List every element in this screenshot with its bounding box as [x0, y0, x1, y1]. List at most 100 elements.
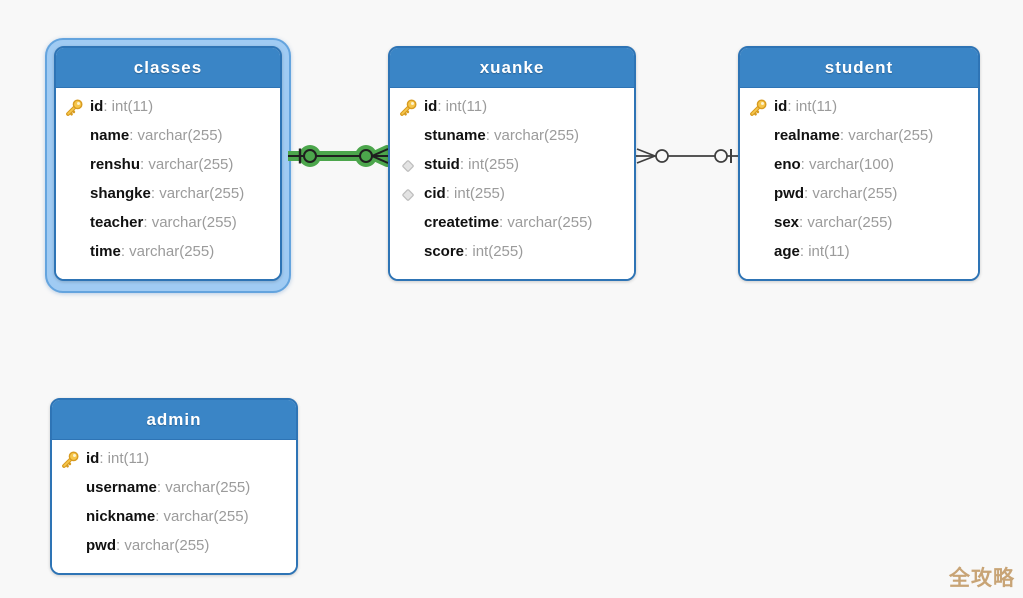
- column-name: id: [424, 98, 438, 115]
- column-row-eno: eno: varchar(100): [740, 150, 978, 179]
- column-icon-spacer: [748, 185, 768, 205]
- column-type: : int(11): [103, 98, 154, 115]
- column-name: renshu: [90, 156, 141, 173]
- column-icon-spacer: [748, 127, 768, 147]
- column-type: : varchar(255): [116, 537, 210, 554]
- column-icon-spacer: [398, 127, 418, 147]
- primary-key-icon: [750, 99, 767, 116]
- cardinality-zero-circle: [714, 149, 728, 163]
- cardinality-zero-circle: [303, 149, 317, 163]
- column-name: time: [90, 243, 121, 260]
- column-row-createtime: createtime: varchar(255): [390, 208, 634, 237]
- column-row-score: score: int(255): [390, 237, 634, 266]
- column-row-time: time: varchar(255): [56, 237, 280, 266]
- column-name: age: [774, 243, 800, 260]
- column-row-username: username: varchar(255): [52, 473, 296, 502]
- column-list: id: int(11)username: varchar(255)nicknam…: [52, 440, 296, 573]
- column-type: : int(11): [437, 98, 488, 115]
- watermark: 全攻略: [949, 567, 1015, 590]
- column-name: stuname: [424, 127, 486, 144]
- cardinality-zero-circle: [655, 149, 669, 163]
- column-type: : int(255): [445, 185, 505, 202]
- column-name: id: [90, 98, 104, 115]
- relation-xuanke-student[interactable]: [634, 140, 740, 172]
- cardinality-zero-circle: [359, 149, 373, 163]
- primary-key-icon: [400, 99, 417, 116]
- column-row-stuname: stuname: varchar(255): [390, 121, 634, 150]
- column-type: : varchar(255): [804, 185, 898, 202]
- column-type: : int(11): [99, 450, 150, 467]
- column-name: sex: [774, 214, 800, 231]
- column-name: username: [86, 479, 157, 496]
- column-name: id: [86, 450, 100, 467]
- foreign-key-icon: [402, 159, 414, 172]
- column-name: score: [424, 243, 465, 260]
- column-icon-spacer: [60, 479, 80, 499]
- crows-foot: [371, 148, 389, 157]
- column-name: realname: [774, 127, 840, 144]
- column-type: : int(11): [799, 243, 850, 260]
- column-type: : varchar(255): [140, 156, 234, 173]
- column-name: nickname: [86, 508, 156, 525]
- column-type: : varchar(255): [485, 127, 580, 144]
- column-name: teacher: [90, 214, 144, 231]
- column-row-name: name: varchar(255): [56, 121, 280, 150]
- column-type: : int(255): [459, 156, 520, 173]
- column-icon-spacer: [64, 243, 84, 263]
- table-header-xuanke[interactable]: xuanke: [390, 48, 634, 88]
- column-row-pwd: pwd: varchar(255): [740, 179, 978, 208]
- column-icon-spacer: [64, 127, 84, 147]
- column-type: : varchar(255): [839, 127, 934, 144]
- table-header-admin[interactable]: admin: [52, 400, 296, 440]
- table-header-student[interactable]: student: [740, 48, 978, 88]
- column-list: id: int(11)stuname: varchar(255)stuid: i…: [390, 88, 634, 279]
- column-icon-spacer: [748, 243, 768, 263]
- column-icon-spacer: [398, 214, 418, 234]
- column-type: : varchar(255): [129, 127, 223, 144]
- primary-key-icon: [62, 451, 79, 468]
- column-name: pwd: [86, 537, 116, 554]
- column-type: : int(255): [464, 243, 524, 260]
- column-row-id: id: int(11): [740, 92, 978, 121]
- column-type: : varchar(255): [155, 508, 249, 525]
- column-type: : varchar(100): [800, 156, 895, 173]
- column-row-pwd: pwd: varchar(255): [52, 531, 296, 560]
- column-name: name: [90, 127, 130, 144]
- column-row-sex: sex: varchar(255): [740, 208, 978, 237]
- foreign-key-icon: [402, 188, 414, 201]
- crows-foot: [371, 155, 389, 164]
- column-icon-spacer: [748, 214, 768, 234]
- column-type: : varchar(255): [156, 479, 251, 496]
- column-icon-spacer: [398, 243, 418, 263]
- column-name: cid: [424, 185, 446, 202]
- column-icon-spacer: [64, 185, 84, 205]
- column-icon-spacer: [64, 156, 84, 176]
- column-row-renshu: renshu: varchar(255): [56, 150, 280, 179]
- column-icon-spacer: [748, 156, 768, 176]
- column-list: id: int(11)realname: varchar(255)eno: va…: [740, 88, 978, 279]
- column-name: stuid: [424, 156, 460, 173]
- column-row-id: id: int(11): [390, 92, 634, 121]
- table-header-classes[interactable]: classes: [56, 48, 280, 88]
- column-name: id: [774, 98, 788, 115]
- column-row-stuid: stuid: int(255): [390, 150, 634, 179]
- column-row-id: id: int(11): [52, 444, 296, 473]
- column-name: eno: [774, 156, 801, 173]
- column-type: : varchar(255): [143, 214, 237, 231]
- crows-foot: [636, 155, 656, 164]
- column-row-age: age: int(11): [740, 237, 978, 266]
- column-row-teacher: teacher: varchar(255): [56, 208, 280, 237]
- column-name: shangke: [90, 185, 151, 202]
- column-row-realname: realname: varchar(255): [740, 121, 978, 150]
- column-row-nickname: nickname: varchar(255): [52, 502, 296, 531]
- column-list: id: int(11)name: varchar(255)renshu: var…: [56, 88, 280, 279]
- crows-foot: [636, 148, 656, 157]
- relation-classes-xuanke[interactable]: [282, 140, 390, 172]
- column-name: createtime: [424, 214, 500, 231]
- column-type: : varchar(255): [499, 214, 593, 231]
